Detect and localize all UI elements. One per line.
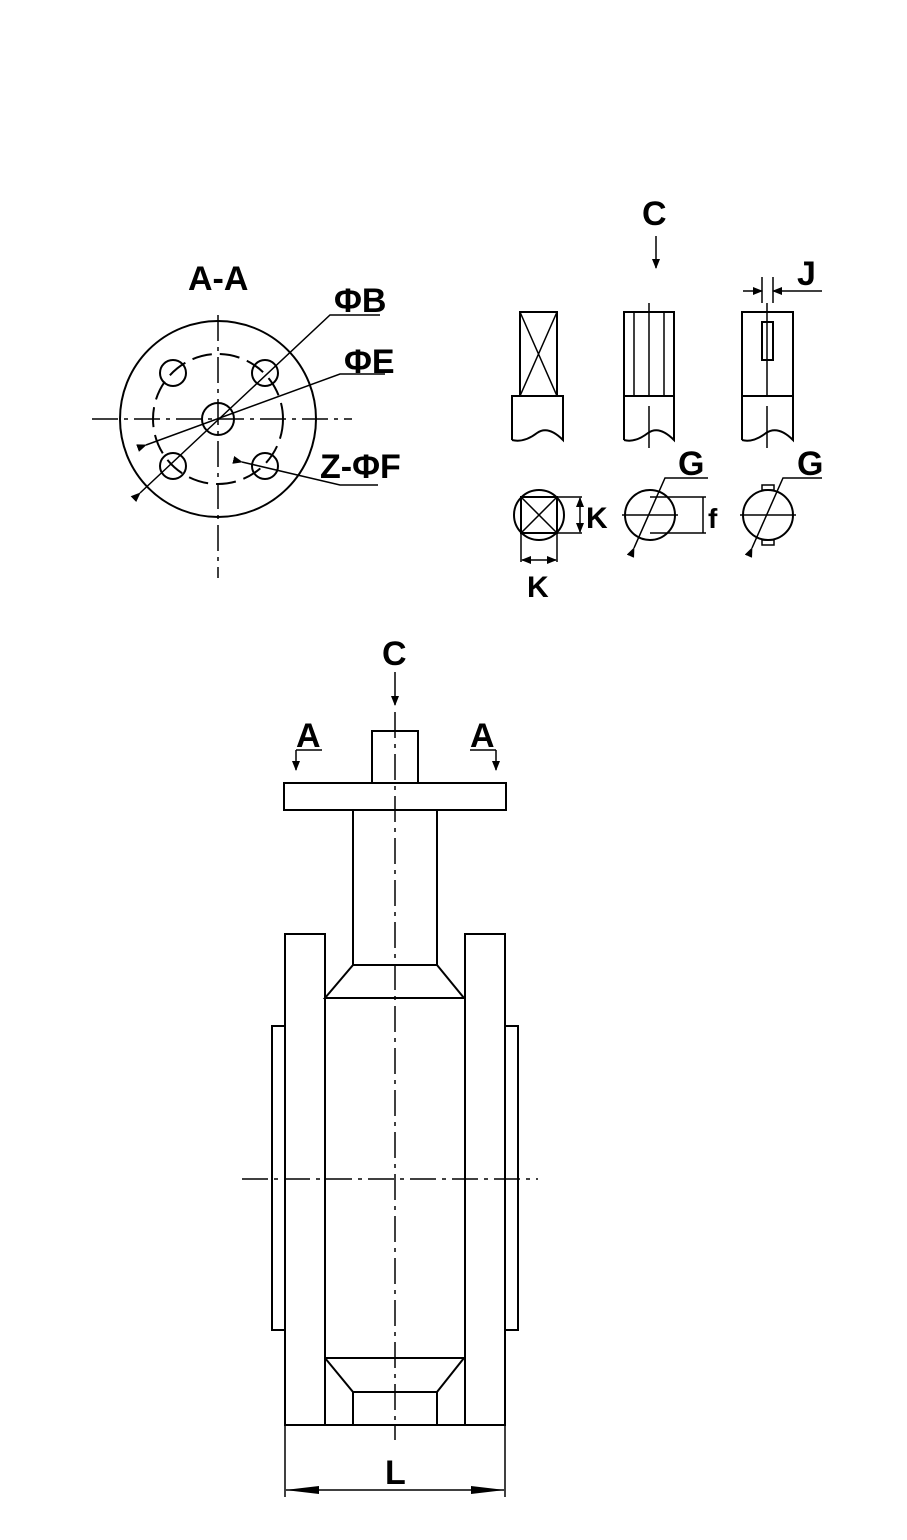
square-cross bbox=[520, 496, 558, 534]
section-view-a-a: A-A ΦB ΦE Z-ΦF bbox=[92, 260, 401, 578]
stem-details: C J K K bbox=[511, 195, 823, 604]
bolt-hole bbox=[159, 452, 187, 480]
label-phi-e: ΦE bbox=[344, 343, 395, 381]
leader-phi-e bbox=[136, 373, 385, 452]
flange-outer-circle bbox=[119, 320, 317, 518]
valve-main-view: C A A L bbox=[242, 635, 538, 1497]
label-phi-b: ΦB bbox=[334, 282, 386, 320]
section-title: A-A bbox=[188, 260, 248, 298]
square-cross bbox=[519, 311, 558, 397]
bolt-hole bbox=[251, 359, 279, 387]
label-k-vertical: K bbox=[586, 502, 608, 535]
view-c-label: C bbox=[642, 195, 667, 233]
section-a-left-label: A bbox=[296, 717, 321, 755]
label-f: f bbox=[708, 503, 718, 534]
bore-circle bbox=[201, 402, 235, 436]
extension-lines bbox=[650, 496, 706, 534]
square-section-circle bbox=[513, 489, 565, 541]
bolt-hole bbox=[251, 452, 279, 480]
label-g-2: G bbox=[797, 445, 823, 483]
shaft-break bbox=[511, 395, 564, 443]
square-section bbox=[520, 496, 558, 534]
key bbox=[761, 484, 775, 491]
label-z-phi-f: Z-ΦF bbox=[320, 448, 401, 486]
label-k-horizontal: K bbox=[527, 571, 549, 604]
section-a-right-label: A bbox=[470, 717, 495, 755]
bolt-hole bbox=[159, 359, 187, 387]
label-j: J bbox=[797, 255, 816, 293]
extension-lines bbox=[520, 496, 582, 562]
right-seat bbox=[504, 1025, 519, 1331]
bolt-circle bbox=[152, 353, 284, 485]
leader-g bbox=[744, 477, 822, 558]
key bbox=[761, 539, 775, 546]
left-seat bbox=[271, 1025, 286, 1331]
leader-phi-b bbox=[130, 314, 380, 503]
label-g-1: G bbox=[678, 445, 704, 483]
main-view-c-label: C bbox=[382, 635, 407, 673]
leader-phi-f bbox=[232, 456, 378, 486]
leader-g bbox=[626, 477, 708, 558]
label-l: L bbox=[385, 1454, 406, 1492]
